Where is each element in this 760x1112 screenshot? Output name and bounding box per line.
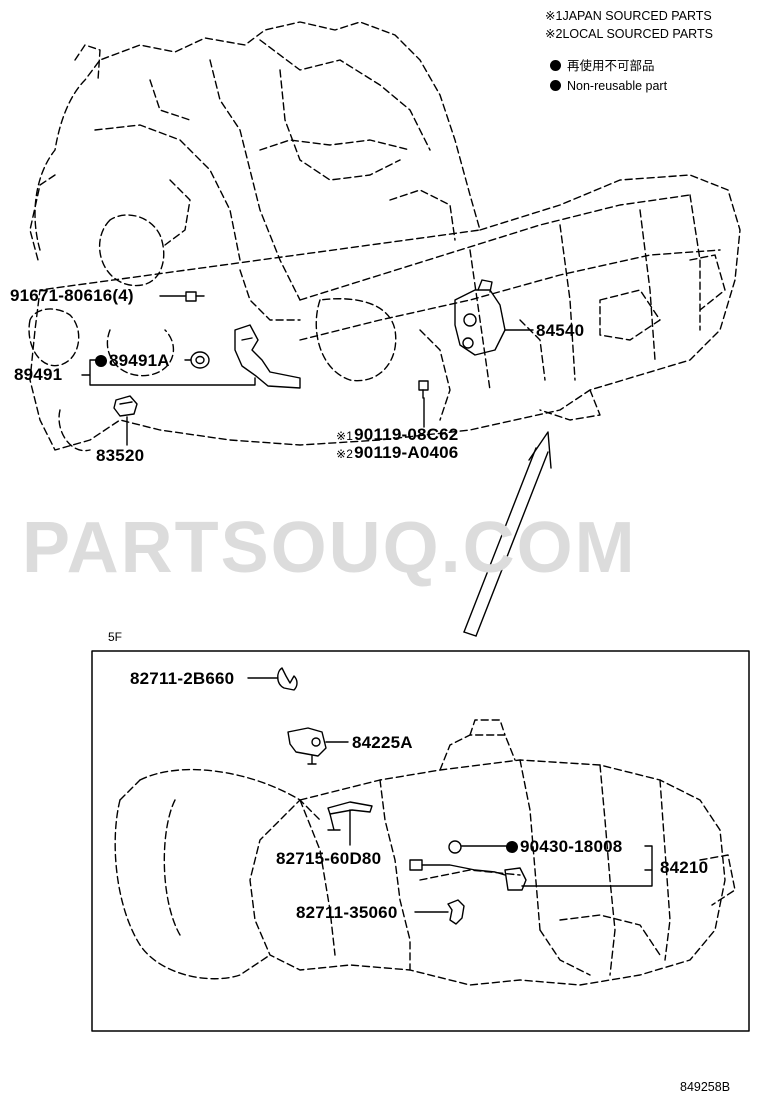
part-label-82711-2B660[interactable]: 82711-2B660 (130, 669, 235, 688)
harness-89491-drawing (234, 324, 301, 389)
part-label-89491A[interactable]: 89491A (95, 352, 170, 369)
nonreusable-dot-icon (550, 60, 561, 71)
clip-82711-2B660-drawing (277, 667, 298, 691)
note-nonreusable-en: Non-reusable part (550, 80, 667, 93)
figure-number: 849258B (680, 1080, 731, 1094)
part-label-90430-18008[interactable]: 90430-18008 (506, 838, 622, 855)
ref-japan-mark: ※1 (336, 429, 354, 443)
manual-transmission-drawing (114, 719, 736, 986)
part-label-84225A[interactable]: 84225A (352, 733, 413, 752)
part-label-89491A-text: 89491A (109, 351, 170, 370)
seal-89491A-drawing (190, 351, 210, 369)
sensor-84540-drawing (454, 279, 506, 356)
note-japan-text: JAPAN SOURCED PARTS (562, 9, 712, 23)
part-label-90119-08C62-text: 90119-08C62 (354, 425, 459, 444)
part-label-91671-80616[interactable]: 91671-80616(4) (10, 286, 134, 305)
note-japan-mark: ※1 (545, 9, 563, 23)
part-label-82715-60D80[interactable]: 82715-60D80 (276, 849, 382, 868)
inset-frame (91, 650, 750, 1032)
pointer-arrow (463, 431, 552, 637)
note-nonreusable-en-text: Non-reusable part (567, 79, 668, 93)
part-label-90430-18008-text: 90430-18008 (520, 837, 623, 856)
watermark-text: PARTSOUQ.COM (22, 508, 637, 588)
part-label-83520[interactable]: 83520 (96, 446, 145, 465)
note-nonreusable-jp: 再使用不可部品 (550, 60, 655, 73)
note-local-sourced: ※2LOCAL SOURCED PARTS (545, 28, 713, 41)
variant-label-5F: 5F (108, 630, 123, 644)
plug-83520-drawing (113, 395, 138, 417)
bolt-91671-drawing (185, 291, 205, 302)
nonreusable-dot-icon (550, 80, 561, 91)
nonreusable-dot-icon (506, 841, 518, 853)
part-label-84540[interactable]: 84540 (536, 321, 585, 340)
bracket-82715-60D80-drawing (327, 801, 373, 831)
part-label-90119-08C62[interactable]: ※190119-08C62 (336, 426, 458, 443)
part-label-90119-A0406-text: 90119-A0406 (354, 443, 459, 462)
part-label-82711-35060[interactable]: 82711-35060 (296, 903, 398, 922)
note-nonreusable-jp-text: 再使用不可部品 (567, 59, 655, 73)
sensor-84225A-drawing (287, 727, 327, 765)
nonreusable-dot-icon (95, 355, 107, 367)
part-label-89491[interactable]: 89491 (14, 365, 63, 384)
engine-assembly-drawing (28, 21, 741, 452)
sensor-84210-drawing (409, 840, 527, 891)
leader-lines-upper (81, 295, 534, 446)
part-label-84210[interactable]: 84210 (660, 858, 709, 877)
ref-local-mark: ※2 (336, 447, 354, 461)
bolt-90119-drawing (418, 380, 429, 399)
note-japan-sourced: ※1JAPAN SOURCED PARTS (545, 10, 712, 23)
part-label-90119-A0406[interactable]: ※290119-A0406 (336, 444, 458, 461)
note-local-mark: ※2 (545, 27, 563, 41)
leader-lines-lower (247, 677, 653, 913)
clip-82711-35060-drawing (447, 899, 465, 925)
note-local-text: LOCAL SOURCED PARTS (562, 27, 713, 41)
